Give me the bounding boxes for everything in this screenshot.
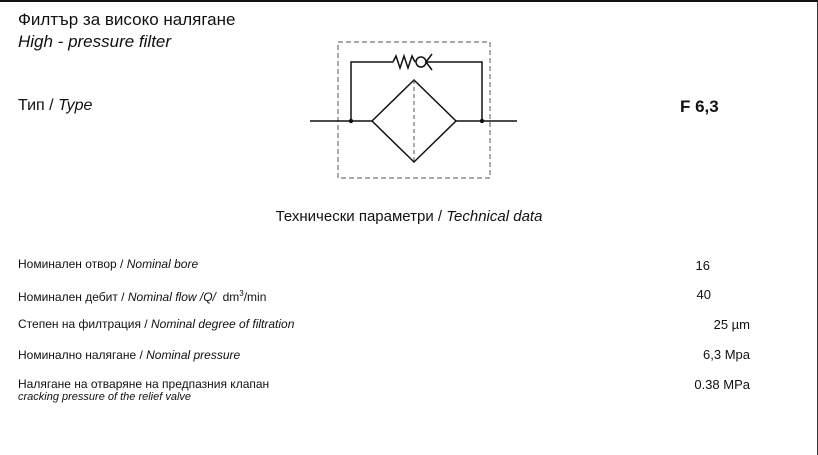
type-label-english: Type — [58, 97, 93, 114]
unit-base: dm — [222, 290, 240, 304]
param-value-nominal-bore: 16 — [695, 258, 710, 273]
param-value-nominal-flow: 40 — [696, 287, 711, 302]
param-value-nominal-pressure: 6,3 Mpa — [703, 347, 750, 362]
param-label-english: Nominal bore — [126, 257, 199, 271]
param-label-bulgarian: Налягане на отваряне на предпазния клапа… — [18, 377, 270, 391]
technical-data-heading: Технически параметри / Technical data — [0, 208, 818, 226]
param-label-degree-of-filtration: Степен на филтрация / Nominal degree of … — [18, 317, 294, 331]
param-unit: dm3/min — [219, 289, 267, 304]
technical-data-heading-bulgarian: Технически параметри / — [275, 208, 443, 225]
param-label-english: Nominal flow /Q/ — [127, 290, 216, 304]
param-label-nominal-flow: Номинален дебит / Nominal flow /Q/ dm3/m… — [18, 287, 266, 304]
param-label-nominal-pressure: Номинално налягане / Nominal pressure — [18, 348, 240, 362]
type-value: F 6,3 — [680, 97, 719, 116]
param-label-english: Nominal degree of filtration — [150, 317, 295, 331]
param-value-degree-of-filtration: 25 µm — [713, 317, 750, 332]
title-bulgarian: Филтър за високо налягане — [18, 10, 236, 29]
technical-data-heading-english: Technical data — [446, 208, 543, 225]
type-label-bulgarian: Тип / — [18, 97, 54, 114]
param-label-bulgarian: Номинален дебит / — [18, 290, 125, 304]
unit-exponent: 3 — [239, 289, 244, 298]
param-label-bulgarian: Номинален отвор / — [18, 257, 124, 271]
param-label-cracking-pressure: Налягане на отваряне на предпазния клапа… — [18, 377, 269, 403]
param-label-english: cracking pressure of the relief valve — [18, 391, 192, 403]
hydraulic-filter-with-bypass-check-valve-icon — [310, 41, 517, 179]
param-label-nominal-bore: Номинален отвор / Nominal bore — [18, 257, 198, 271]
param-label-bulgarian: Номинално налягане / — [18, 348, 143, 362]
param-label-english: Nominal pressure — [146, 348, 241, 362]
title-english: High - pressure filter — [18, 32, 172, 51]
param-label-bulgarian: Степен на филтрация / — [18, 317, 148, 331]
unit-suffix: /min — [243, 290, 267, 304]
type-label: Тип / Type — [18, 96, 92, 116]
param-value-cracking-pressure: 0.38 MPa — [694, 377, 750, 392]
